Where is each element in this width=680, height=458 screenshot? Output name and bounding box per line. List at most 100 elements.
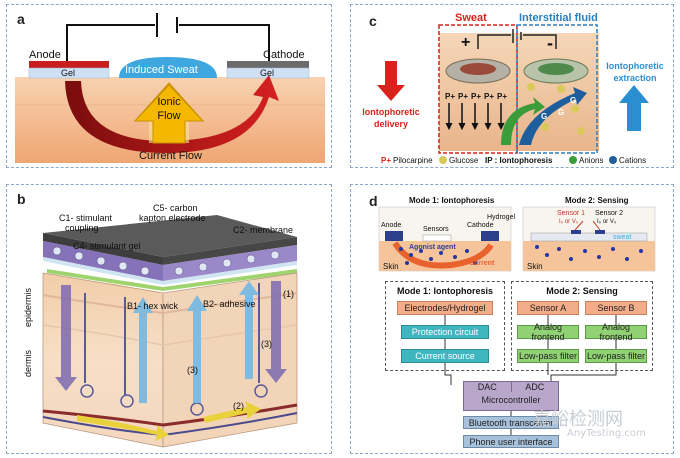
lpf-a-box: Low-pass filter: [517, 349, 579, 363]
watermark-en: AnyTesting.com: [567, 428, 646, 439]
phone-ui-box: Phone user interface: [463, 435, 559, 448]
b2-label: B2- adhesive: [203, 299, 256, 309]
svg-text:Pilocarpine: Pilocarpine: [393, 156, 433, 165]
svg-text:IP : Iontophoresis: IP : Iontophoresis: [485, 156, 553, 165]
kapton-electrode-layer: [43, 215, 297, 257]
sensor1-sub: I₀ or V₀: [559, 219, 579, 225]
c5-label-1: C5- carbon: [153, 203, 198, 213]
panel-a-diagram: Anode Cathode Gel Gel Induced Sweat Ioni…: [15, 13, 325, 163]
isf-region: [516, 24, 598, 154]
extraction-arrow: [619, 85, 649, 131]
skin2-label: Skin: [527, 262, 543, 271]
svg-text:P+: P+: [471, 92, 481, 101]
panel-a: a Anode Cathode Gel Gel: [6, 4, 332, 168]
panel-d-illustration: Mode 1: Iontophoresis Mode 2: Sensing An…: [378, 196, 656, 272]
pilocarpine-arrows: P+ P+ P+ P+ P+: [445, 92, 507, 131]
cathode-label-d: Cathode: [467, 222, 494, 229]
mode2-title: Mode 2: Sensing: [565, 196, 629, 205]
c2-label: C2- membrane: [233, 225, 293, 235]
delivery-arrow: [377, 61, 405, 101]
up-arrow-far: [239, 281, 259, 379]
panel-b-label: b: [17, 191, 26, 207]
current-source-box: Current source: [401, 349, 489, 363]
protection-circuit-box: Protection circuit: [401, 325, 489, 339]
mode1-title: Mode 1: Iontophoresis: [409, 196, 495, 205]
afe-a-box: Analog frontend: [517, 322, 579, 342]
adhesive-layer: [47, 269, 163, 291]
down-arrow-left: [55, 285, 77, 391]
induced-sweat-drop: [119, 57, 217, 78]
gel-right-label: Gel: [260, 68, 274, 78]
extraction-label-2: extraction: [613, 73, 656, 83]
panel-b: b: [6, 184, 332, 454]
sweat-title: Sweat: [455, 12, 487, 24]
panel-c: c + - Sweat Interstitial fluid P+ P+ P+ …: [350, 4, 674, 168]
svg-text:G: G: [570, 96, 576, 105]
dermis-label: dermis: [23, 349, 33, 377]
sensor2-label: Sensor 2: [595, 210, 623, 217]
sensors-label: Sensors: [423, 226, 449, 233]
svg-text:Cations: Cations: [619, 156, 646, 165]
svg-text:G: G: [541, 112, 547, 121]
svg-text:P+: P+: [381, 156, 391, 165]
label-n3a: (3): [261, 339, 272, 349]
panel-b-diagram: C1- stimulant coupling C5- carbon kapton…: [23, 203, 298, 448]
skin1-label: Skin: [383, 262, 399, 271]
afe-b-box: Analog frontend: [585, 322, 647, 342]
sensor-b-box: Sensor B: [585, 301, 647, 315]
agonist-label: Agonist agent: [409, 244, 456, 251]
panel-c-legend: P+ Pilocarpine Glucose IP : Iontophoresi…: [381, 156, 646, 165]
anode-label: Anode: [29, 49, 61, 61]
lpf-b-box: Low-pass filter: [585, 349, 647, 363]
cation-arrow: [519, 87, 587, 145]
diagonal-arrow: [203, 401, 261, 423]
electrodes-box: Electrodes/Hydrogel: [397, 301, 493, 315]
up-arrow-center: [133, 297, 153, 403]
cathode-electrode: [227, 61, 309, 68]
cathode-label: Cathode: [263, 49, 305, 61]
epidermis-label: epidermis: [23, 287, 33, 327]
ionic-flow-label-2: Flow: [157, 110, 180, 122]
watermark-cn: 嘉峪检测网: [533, 409, 623, 430]
delivery-label-1: Iontophoretic: [362, 107, 420, 117]
sensor1-label: Sensor 1: [557, 210, 585, 217]
membrane-layer: [43, 257, 163, 285]
svg-text:P+: P+: [445, 92, 455, 101]
svg-text:Anions: Anions: [579, 156, 603, 165]
svg-text:G: G: [558, 108, 564, 117]
ionic-flow-label-1: Ionic: [157, 96, 181, 108]
c1-label-1: C1- stimulant: [59, 213, 113, 223]
c4-label: C4- stimulant gel: [73, 241, 141, 251]
sensor2-sub: I₀ or V₀: [597, 219, 617, 225]
gel-left-label: Gel: [61, 68, 75, 78]
c1-label-2: coupling: [65, 223, 99, 233]
current-flow-arrow: [65, 75, 279, 154]
current-flow-label: Current Flow: [139, 150, 202, 162]
isf-title: Interstitial fluid: [519, 12, 598, 24]
c5-label-2: kapton electrode: [139, 213, 206, 223]
anode-label-d: Anode: [381, 222, 401, 229]
svg-text:P+: P+: [497, 92, 507, 101]
mcu-label: Microcontroller: [481, 395, 541, 405]
panel-c-label: c: [369, 13, 377, 29]
mcu-box: DAC ADC Microcontroller: [463, 381, 559, 411]
skin-mode2: [523, 241, 655, 271]
svg-text:P+: P+: [458, 92, 468, 101]
anode-electrode: [29, 61, 109, 68]
induced-sweat-label: Induced Sweat: [125, 64, 198, 76]
gel-left: [28, 67, 110, 79]
panel-d-label: d: [369, 193, 378, 209]
current-label: Current: [469, 260, 495, 267]
battery-wire: [66, 24, 270, 63]
sensor-a-box: Sensor A: [517, 301, 579, 315]
bluetooth-box: Bluetooth transceiver: [463, 416, 559, 429]
dac-label: DAC: [464, 382, 512, 392]
minus-sign: -: [547, 33, 553, 53]
panel-a-label: a: [17, 11, 25, 27]
down-arrow-right: [265, 281, 287, 383]
anion-arrow: [501, 97, 545, 145]
svg-text:P+: P+: [484, 92, 494, 101]
plus-sign: +: [461, 34, 470, 51]
extraction-label-1: Iontophoretic: [606, 61, 664, 71]
b1-label: B1- hex wick: [127, 301, 179, 311]
